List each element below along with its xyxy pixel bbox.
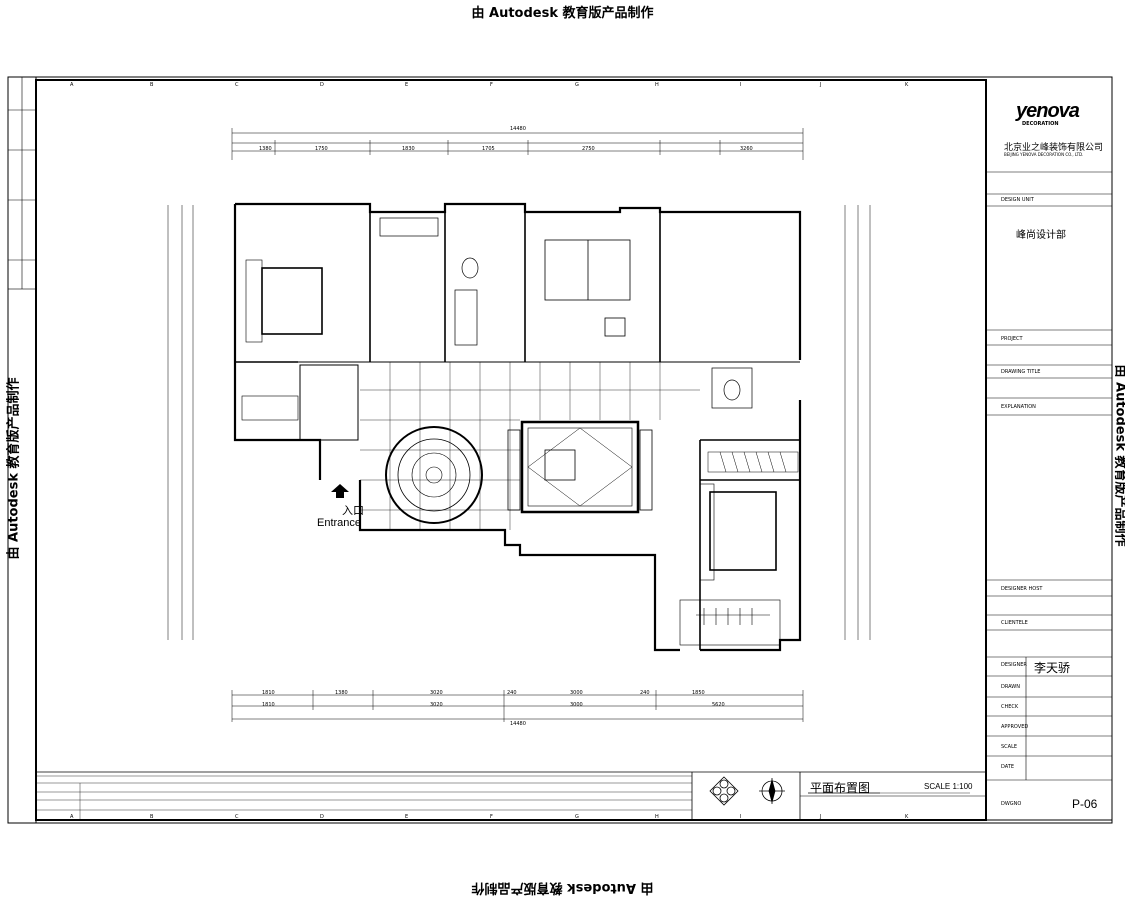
bottom-dim-5: 240 <box>507 690 517 696</box>
bottom-dimensions <box>231 690 804 722</box>
svg-text:F: F <box>490 82 493 88</box>
top-total-dimension: 14480 <box>510 126 526 132</box>
top-dim-3: 1830 <box>402 146 415 152</box>
top-dim-4: 1705 <box>482 146 495 152</box>
check-label: CHECK <box>1001 704 1019 710</box>
floor-tiles <box>360 362 700 530</box>
grid-refs: A B C D E F G H I J K A B C D E F G H I J K <box>70 82 909 820</box>
svg-text:D: D <box>320 82 324 88</box>
entrance-arrow-icon <box>331 484 349 498</box>
title-block-grid <box>986 171 1112 781</box>
plan-title: 平面布置图 <box>810 781 871 795</box>
balcony-rail <box>679 599 781 646</box>
svg-text:A: A <box>70 82 74 88</box>
entrance-label-cn: 入口 <box>342 504 364 517</box>
plan-scale: SCALE 1:100 <box>924 782 973 791</box>
bottom-dim-row2-2: 3020 <box>430 702 443 708</box>
yenova-logo: yenova <box>1016 100 1080 122</box>
explanation-label: EXPLANATION <box>1001 404 1036 410</box>
svg-text:B: B <box>150 82 154 88</box>
bottom-dim-6: 1850 <box>692 690 705 696</box>
drawing-title-label: DRAWING TITLE <box>1001 369 1041 375</box>
living-room-carpet <box>507 420 653 514</box>
svg-text:C: C <box>235 82 239 88</box>
approved-label: APPROVED <box>1001 724 1029 730</box>
north-arrow-icon <box>759 778 785 804</box>
dwg-no-label: DWGNO <box>1001 801 1022 807</box>
svg-text:H: H <box>655 814 659 820</box>
bottom-dim-1: 1810 <box>262 690 275 696</box>
svg-text:G: G <box>575 82 579 88</box>
top-dim-5: 2750 <box>582 146 595 152</box>
bottom-dim-row2-3: 3000 <box>570 702 583 708</box>
bottom-dim-2: 1380 <box>335 690 348 696</box>
orientation-symbol <box>709 776 739 806</box>
master-bed <box>699 483 777 581</box>
study-tatami <box>544 239 631 337</box>
svg-text:I: I <box>740 82 741 88</box>
svg-text:C: C <box>235 814 239 820</box>
svg-text:I: I <box>740 814 741 820</box>
svg-text:J: J <box>819 82 821 88</box>
wardrobe-strip <box>707 451 799 473</box>
clientele-label: CLIENTELE <box>1001 620 1028 626</box>
entrance-label-en: Entrance <box>317 517 362 529</box>
svg-text:K: K <box>905 82 909 88</box>
top-dim-6: 3260 <box>740 146 753 152</box>
bathroom-fixtures <box>379 217 753 409</box>
design-unit-value: 峰尚设计部 <box>1016 230 1066 241</box>
bottom-dim-7: 240 <box>640 690 650 696</box>
svg-text:A: A <box>70 814 74 820</box>
svg-text:F: F <box>490 814 493 820</box>
svg-text:E: E <box>405 82 408 88</box>
top-dim-1: 1380 <box>259 146 272 152</box>
designer-label: DESIGNER <box>1001 662 1027 668</box>
top-dimensions <box>231 128 804 160</box>
top-dim-2: 1750 <box>315 146 328 152</box>
svg-text:K: K <box>905 814 909 820</box>
left-strip <box>7 76 37 290</box>
left-bedroom-bed <box>241 259 323 421</box>
dining-table <box>385 426 483 524</box>
design-unit-label: DESIGN UNIT <box>1001 197 1034 203</box>
logo-subtitle: DECORATION <box>1022 121 1059 127</box>
bottom-dim-4: 3000 <box>570 690 583 696</box>
svg-text:E: E <box>405 814 408 820</box>
company-name-en: BEIJING YENOVA DECORATION CO., LTD. <box>1004 152 1084 157</box>
company-name-cn: 北京业之峰装饰有限公司 <box>1004 143 1104 153</box>
bottom-total-dimension: 14480 <box>510 721 526 727</box>
project-label: PROJECT <box>1001 336 1023 342</box>
svg-text:H: H <box>655 82 659 88</box>
date-label: DATE <box>1001 764 1015 770</box>
drawn-label: DRAWN <box>1001 684 1020 690</box>
svg-text:B: B <box>150 814 154 820</box>
designer-name: 李天骄 <box>1034 661 1071 675</box>
svg-text:J: J <box>819 814 821 820</box>
scale-label: SCALE <box>1001 744 1018 750</box>
watermark-top: 由 Autodesk 教育版产品制作 <box>471 6 654 21</box>
bottom-dim-row2-4: 5620 <box>712 702 725 708</box>
svg-text:G: G <box>575 814 579 820</box>
bottom-dim-3: 3020 <box>430 690 443 696</box>
side-dimensions <box>167 205 871 640</box>
designer-host-label: DESIGNER HOST <box>1001 586 1043 592</box>
svg-text:D: D <box>320 814 324 820</box>
bottom-dim-row2-1: 1810 <box>262 702 275 708</box>
floor-plan-walls <box>233 202 802 652</box>
dwg-no-value: P-06 <box>1072 797 1098 811</box>
